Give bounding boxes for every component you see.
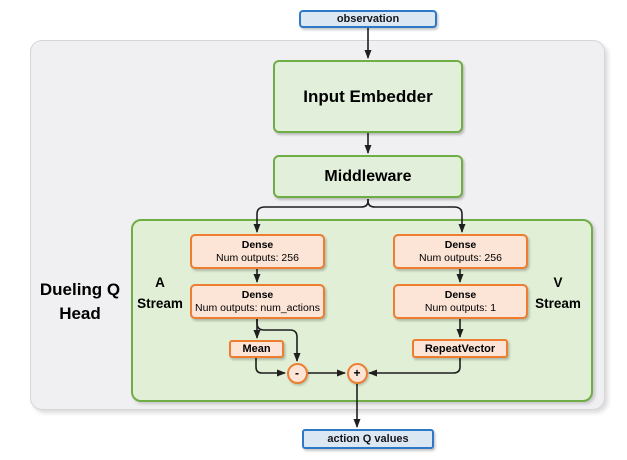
v-stream-label: V Stream <box>529 272 587 314</box>
node-v-dense2-title: Dense <box>444 289 477 301</box>
node-v-stream-dense-1: Dense Num outputs: 1 <box>393 284 528 319</box>
node-add-op-label: + <box>353 366 361 380</box>
node-a-dense2-title: Dense <box>241 289 274 301</box>
node-input-embedder: Input Embedder <box>273 60 463 133</box>
v-stream-label-line1: V <box>553 275 563 290</box>
dueling-q-head-label: Dueling Q Head <box>24 278 136 326</box>
node-middleware: Middleware <box>273 155 463 198</box>
node-mean: Mean <box>229 340 284 358</box>
node-a-stream-dense-256: Dense Num outputs: 256 <box>190 234 325 269</box>
node-a-dense1-title: Dense <box>241 239 274 251</box>
dueling-q-head-label-line2: Head <box>59 304 101 323</box>
node-subtract-op: - <box>286 362 308 384</box>
a-stream-label-line1: A <box>155 275 165 290</box>
node-repeat-vector: RepeatVector <box>412 339 508 358</box>
node-v-dense1-subtitle: Num outputs: 256 <box>419 252 502 264</box>
node-a-stream-dense-num-actions: Dense Num outputs: num_actions <box>190 284 325 319</box>
node-v-dense2-subtitle: Num outputs: 1 <box>424 302 497 314</box>
node-action-q-values: action Q values <box>302 429 434 449</box>
node-mean-label: Mean <box>242 343 271 355</box>
a-stream-label-line2: Stream <box>137 296 183 311</box>
node-add-op: + <box>346 362 368 384</box>
node-subtract-op-label: - <box>295 366 299 380</box>
dueling-q-head-label-line1: Dueling Q <box>39 280 121 299</box>
node-observation: observation <box>299 10 437 28</box>
node-repeat-vector-label: RepeatVector <box>424 342 496 355</box>
node-observation-label: observation <box>336 13 400 25</box>
node-v-stream-dense-256: Dense Num outputs: 256 <box>393 234 528 269</box>
v-stream-label-line2: Stream <box>535 296 581 311</box>
node-v-dense1-title: Dense <box>444 239 477 251</box>
node-input-embedder-label: Input Embedder <box>303 86 433 106</box>
node-a-dense2-subtitle: Num outputs: num_actions <box>195 302 320 314</box>
node-action-q-values-label: action Q values <box>327 433 409 445</box>
a-stream-label: A Stream <box>131 272 189 314</box>
node-middleware-label: Middleware <box>324 167 412 185</box>
node-a-dense1-subtitle: Num outputs: 256 <box>216 252 299 264</box>
